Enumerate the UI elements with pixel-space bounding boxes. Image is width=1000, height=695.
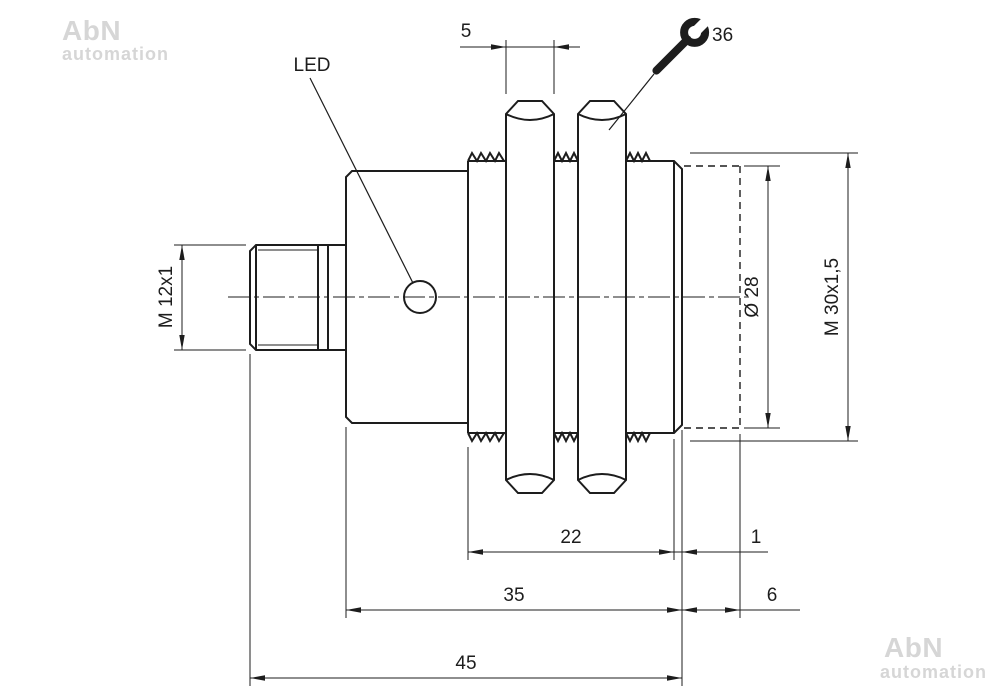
watermark-bottom-right: AbN automation	[880, 632, 987, 682]
dim-thread-length-value: 22	[560, 527, 581, 548]
dim-thread-length: 22	[468, 527, 768, 555]
dim-total-length-value: 45	[455, 653, 476, 674]
hex-nut-1	[505, 100, 555, 494]
wrench-size-value: 36	[712, 25, 733, 46]
led-label: LED	[294, 55, 331, 76]
watermark-subtitle: automation	[62, 44, 169, 64]
extension-lines	[174, 40, 858, 686]
dim-cap-length: 6	[682, 585, 777, 613]
dim-connector-thread: M 12x1	[156, 245, 185, 350]
sensor-connector	[249, 244, 346, 351]
dim-body-length: 35	[346, 585, 800, 613]
dim-cap-length-value: 6	[767, 585, 778, 606]
watermark-top-left: AbN automation	[62, 15, 169, 64]
dim-nut-thickness-value: 5	[461, 21, 472, 42]
wrench-icon	[652, 14, 713, 75]
led-callout: LED	[294, 55, 414, 283]
watermark-brand: AbN	[62, 15, 121, 46]
thread-barrel	[467, 150, 683, 444]
wrench-leader-line	[608, 73, 655, 131]
watermark-brand: AbN	[884, 632, 943, 663]
dim-body-length-value: 35	[503, 585, 524, 606]
wrench-callout: 36	[608, 14, 733, 131]
dim-connector-thread-value: M 12x1	[156, 266, 177, 328]
dim-housing-thread-value: M 30x1,5	[822, 258, 843, 336]
dim-total-length: 45	[250, 653, 682, 681]
watermark-subtitle: automation	[880, 662, 987, 682]
dim-lip: 1	[682, 527, 761, 555]
sensing-cap-hidden-outline	[684, 165, 741, 429]
sensor-body	[345, 170, 468, 424]
dim-nut-thickness: 5	[460, 21, 580, 50]
dim-housing-thread: M 30x1,5	[822, 153, 851, 441]
hex-nut-2	[577, 100, 627, 494]
barrel-end-face	[652, 160, 683, 434]
led-indicator	[403, 280, 437, 314]
led-leader-line	[309, 77, 414, 283]
dim-lip-value: 1	[751, 527, 762, 548]
dim-cap-diameter: Ø 28	[742, 166, 771, 428]
dim-cap-diameter-value: Ø 28	[742, 276, 763, 317]
